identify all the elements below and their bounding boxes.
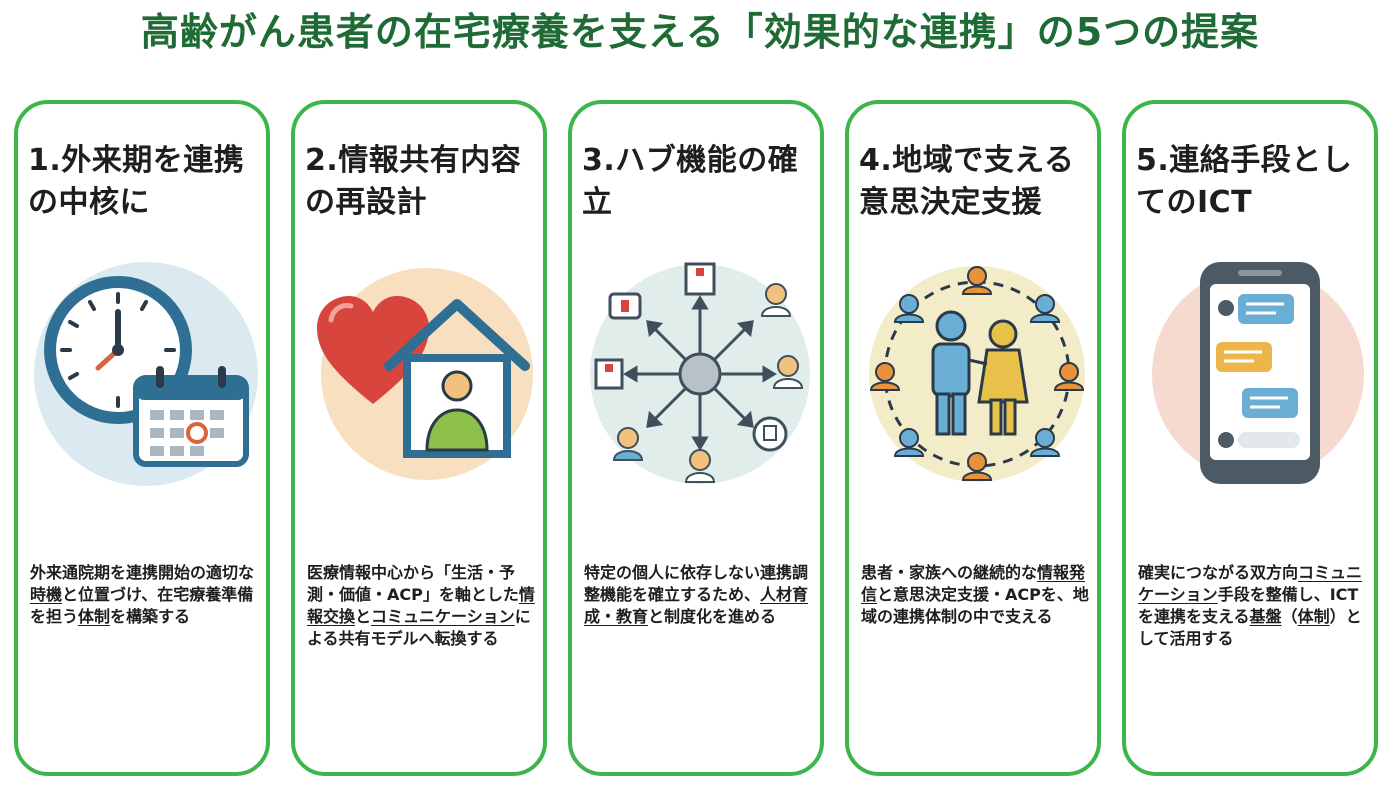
underlined-term: 情報発信 — [861, 563, 1086, 604]
description-text: 医療情報中心から「生活・予測・価値・ACP」を軸とした — [307, 563, 519, 604]
proposal-card-2: 2.情報共有内容の再設計 医療情報中心から「生活・予測・価値・ACP」を軸とした… — [291, 100, 547, 776]
description-text: による共有モデルへ転換する — [307, 607, 531, 648]
underlined-term: 体制 — [78, 607, 111, 626]
description-text: と位置づけ、在宅療養準備を担う — [30, 585, 254, 626]
clock-calendar-icon — [26, 254, 266, 494]
underlined-term: 体制 — [1297, 607, 1330, 626]
description-text: ）として活用する — [1138, 607, 1362, 648]
card-title: 4.地域で支える意思決定支援 — [859, 143, 1075, 220]
description-text: 外来通院期を連携開始の適切な — [30, 563, 255, 582]
underlined-term: 人材育成・教育 — [584, 585, 809, 626]
description-text: を構築する — [110, 607, 191, 626]
underlined-term: コミュニケーション — [1138, 563, 1363, 604]
card-title: 5.連絡手段としてのICT — [1136, 143, 1353, 220]
smartphone-chat-icon — [1134, 254, 1374, 494]
card-title: 3.ハブ機能の確立 — [582, 143, 799, 220]
description-text: 手段を整備し、ICTを連携を支える — [1138, 585, 1359, 626]
heart-house-icon — [303, 254, 543, 494]
description-text: と制度化を進める — [648, 607, 777, 626]
underlined-term: 基盤 — [1249, 607, 1282, 626]
description-text: （ — [1281, 607, 1298, 626]
proposal-card-5: 5.連絡手段としてのICT 確実につながる双方向コミュニケーション手段を整備し、… — [1122, 100, 1378, 776]
hub-network-icon — [580, 254, 820, 494]
underlined-term: コミュニケーション — [371, 607, 515, 626]
proposal-card-1: 1.外来期を連携の中核に — [14, 100, 270, 776]
card-description: 医療情報中心から「生活・予測・価値・ACP」を軸とした情報交換とコミュニケーショ… — [307, 562, 543, 650]
card-title: 2.情報共有内容の再設計 — [305, 143, 522, 220]
card-description: 特定の個人に依存しない連携調整機能を確立するため、人材育成・教育と制度化を進める — [584, 562, 820, 628]
card-description: 確実につながる双方向コミュニケーション手段を整備し、ICTを連携を支える基盤（体… — [1138, 562, 1374, 650]
description-text: 確実につながる双方向 — [1138, 563, 1299, 582]
community-support-icon — [857, 254, 1097, 494]
proposal-card-4: 4.地域で支える意思決定支援 — [845, 100, 1101, 776]
card-description: 外来通院期を連携開始の適切な時機と位置づけ、在宅療養準備を担う体制を構築する — [30, 562, 266, 628]
description-text: 患者・家族への継続的な — [861, 563, 1038, 582]
card-description: 患者・家族への継続的な情報発信と意思決定支援・ACPを、地域の連携体制の中で支え… — [861, 562, 1097, 628]
underlined-term: 情報交換 — [307, 585, 535, 626]
description-text: と — [355, 607, 372, 626]
card-title: 1.外来期を連携の中核に — [28, 143, 245, 220]
description-text: 特定の個人に依存しない連携調整機能を確立するため、 — [584, 563, 809, 604]
description-text: と意思決定支援・ACPを、地域の連携体制の中で支える — [861, 585, 1089, 626]
page-title: 高齢がん患者の在宅療養を支える「効果的な連携」の5つの提案 — [140, 10, 1260, 54]
proposal-card-3: 3.ハブ機能の確立 — [568, 100, 824, 776]
underlined-term: 時機 — [30, 585, 63, 604]
